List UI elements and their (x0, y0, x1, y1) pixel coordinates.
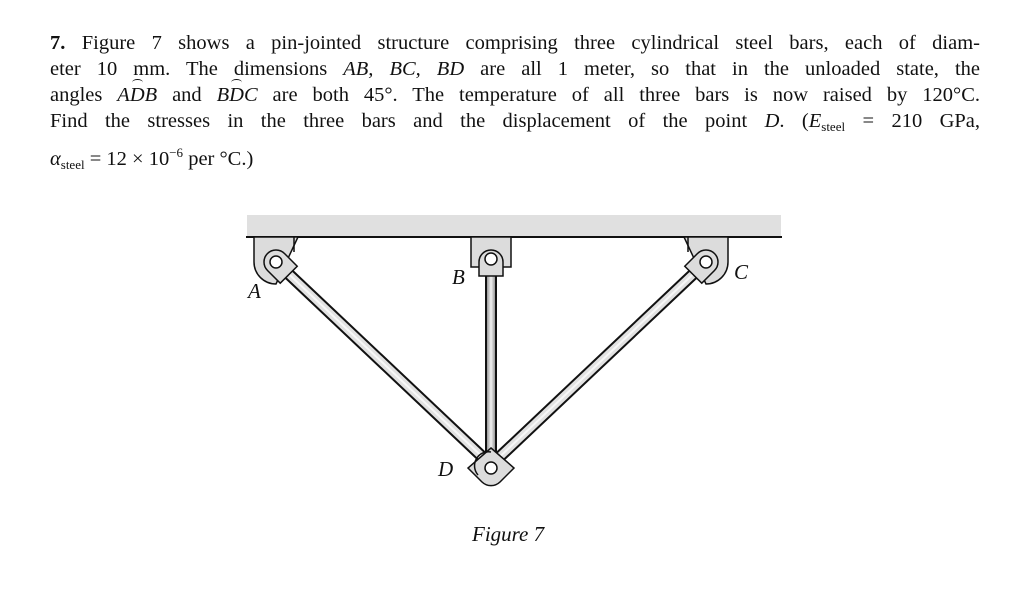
pin-support-C (682, 236, 729, 285)
angle-hat-D: D (129, 79, 145, 106)
angle-hat-D2: D (229, 79, 244, 106)
label-B: B (452, 265, 465, 289)
pin-support-A (253, 236, 300, 285)
problem-line-1: 7. Figure 7 shows a pin-jointed structur… (50, 32, 981, 54)
pin-joint-D (466, 447, 516, 487)
problem-line-4: Find the stresses in the three bars and … (50, 110, 981, 134)
problem-number: 7. (50, 32, 66, 54)
problem-line-3: angles ADB and BDC are both 45°. The tem… (50, 79, 980, 106)
bar-AD (271, 257, 496, 470)
pin-support-B (470, 236, 512, 277)
bar-BD (485, 270, 497, 462)
problem-line-2: eter 10 mm. The dimensions AB, BC, BD ar… (50, 58, 980, 80)
ceiling-support (246, 215, 782, 238)
problem-statement: 7. Figure 7 shows a pin-jointed structur… (50, 30, 980, 178)
bar-CD (486, 257, 711, 470)
problem-line-5: αsteel = 12 × 10−6 per °C.) (50, 145, 254, 172)
dimension-symbols: AB, BC, BD (343, 58, 465, 80)
label-C: C (734, 260, 749, 284)
figure-caption: Figure 7 (472, 522, 545, 546)
label-A: A (248, 279, 261, 303)
label-D: D (438, 457, 454, 481)
